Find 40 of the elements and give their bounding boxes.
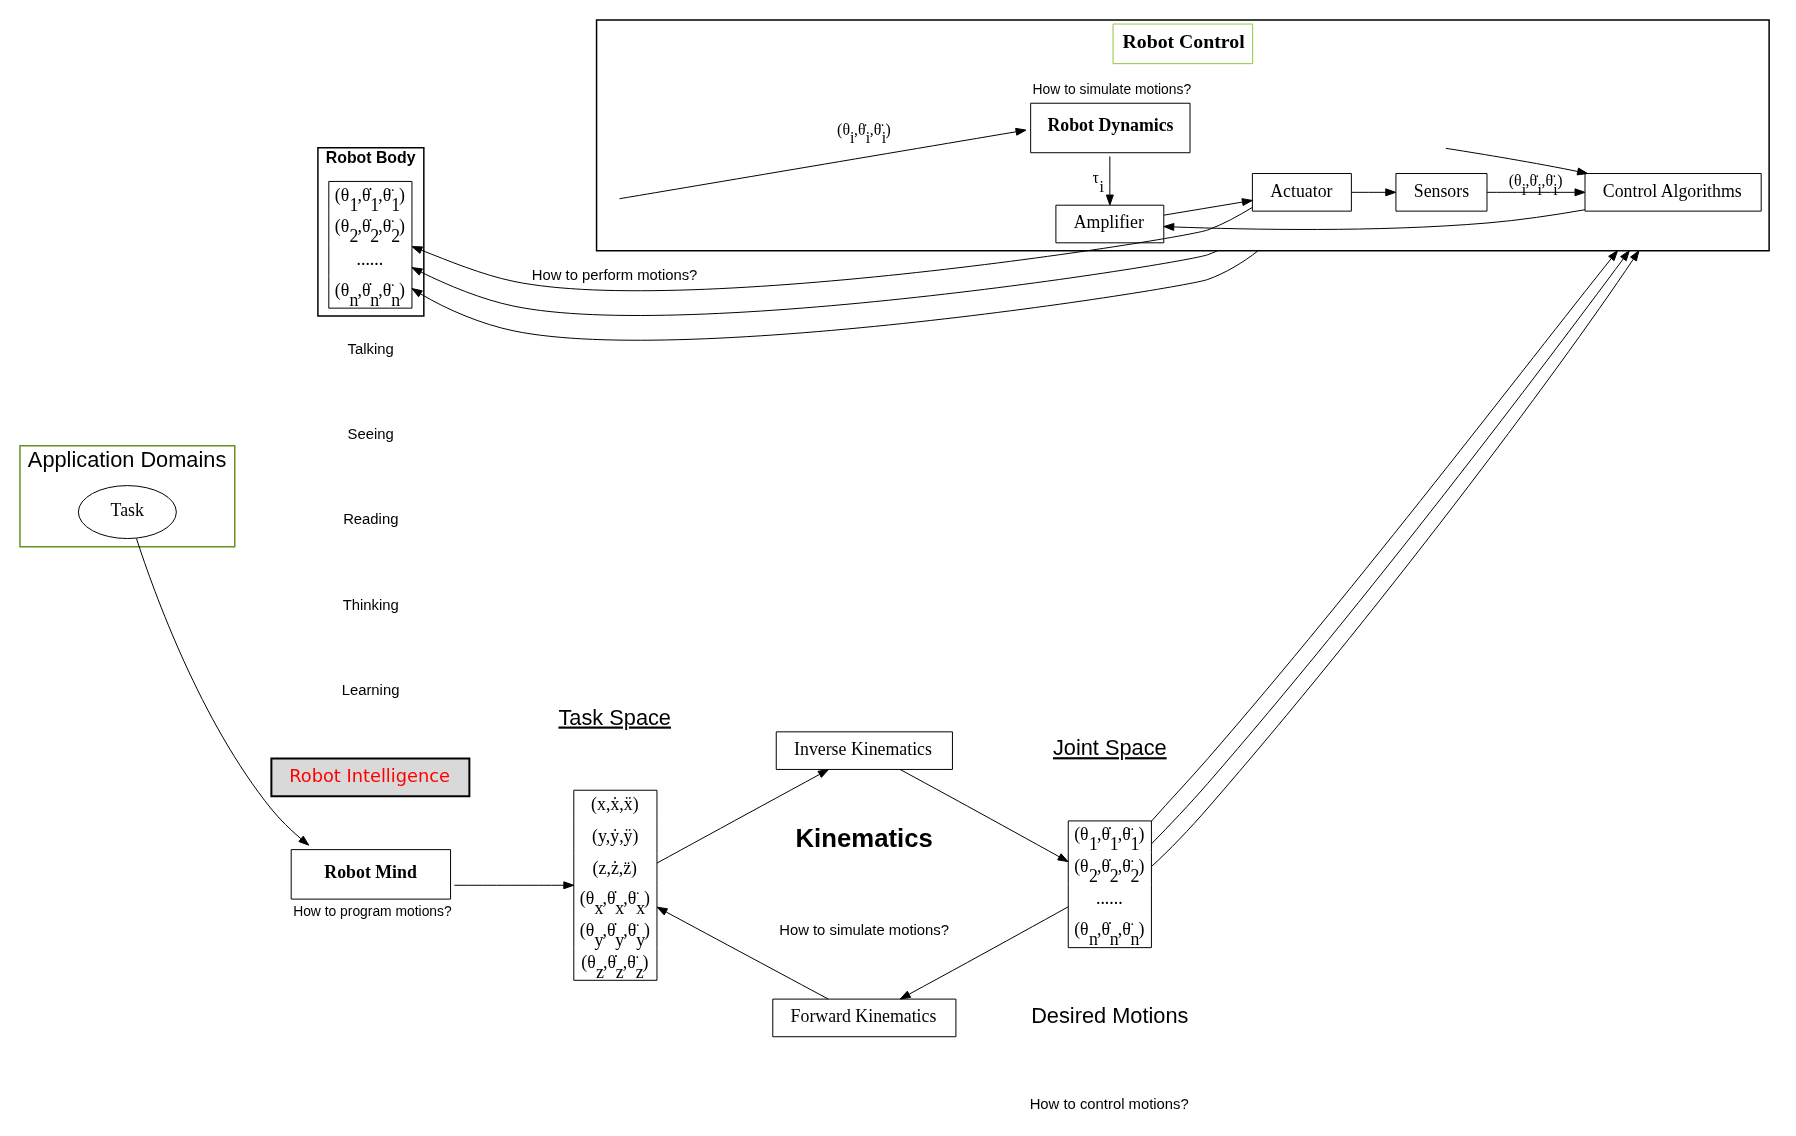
label: How to control motions? <box>1029 1096 1189 1113</box>
arrow <box>411 250 1218 316</box>
arrow <box>1486 188 1585 197</box>
node-box: Robot Dynamics <box>1029 102 1190 154</box>
label: Kinematics <box>795 823 933 852</box>
label: Task Space <box>557 704 671 730</box>
label: Talking <box>347 341 394 358</box>
arrow <box>656 769 829 864</box>
label: Learning <box>341 681 399 698</box>
arrow <box>1105 155 1114 206</box>
arrow <box>618 127 1026 200</box>
node-box: Sensors <box>1394 173 1487 212</box>
node-box: Amplifier <box>1054 204 1164 244</box>
arrow <box>453 881 574 890</box>
node-box: Forward Kinematics <box>771 998 956 1038</box>
node-box: Robot Mind <box>290 849 451 900</box>
label: Desired Motions <box>1030 1003 1188 1029</box>
arrow <box>1162 209 1585 231</box>
node-box: Actuator <box>1251 173 1352 212</box>
label: Seeing <box>347 426 394 443</box>
node-box: Control Algorithms <box>1584 173 1762 212</box>
arrow <box>899 769 1068 863</box>
node-label: How to simulate motions? <box>1032 80 1191 97</box>
arrow <box>656 906 829 1000</box>
arrow <box>411 207 1253 292</box>
node-label: How to program motions? <box>292 903 452 920</box>
label: How to simulate motions? <box>778 922 949 939</box>
arrow <box>1444 147 1588 176</box>
arrow <box>411 250 1259 341</box>
arrow <box>1350 188 1396 197</box>
arrow <box>1163 198 1253 216</box>
label: How to perform motions? <box>531 266 697 283</box>
node-box: Inverse Kinematics <box>775 731 953 770</box>
node-ellipse: Task <box>77 485 177 540</box>
label: Joint Space <box>1052 735 1167 761</box>
arrow <box>135 538 309 846</box>
node-box: Robot Intelligence <box>269 757 470 798</box>
label: Thinking <box>342 596 399 613</box>
arrow <box>899 906 1068 1000</box>
label: Reading <box>342 511 398 528</box>
